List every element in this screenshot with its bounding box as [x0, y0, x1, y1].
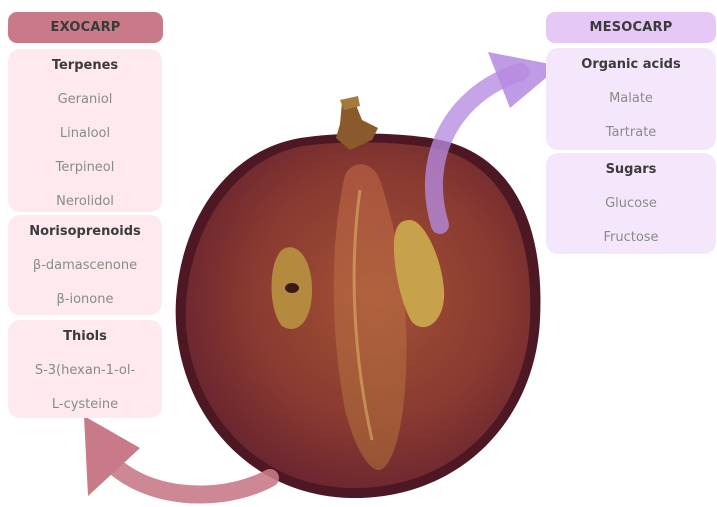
seed-left-spot [285, 283, 299, 293]
thiols-box: Thiols S-3(hexan-1-ol- L-cysteine [8, 320, 162, 418]
mesocarp-header: MESOCARP [546, 12, 716, 43]
list-item: Malate [609, 82, 653, 116]
terpenes-box: Terpenes Geraniol Linalool Terpineol Ner… [8, 49, 162, 212]
list-item: Nerolidol [56, 185, 114, 219]
list-item: Tartrate [606, 116, 657, 150]
list-item: β-ionone [57, 283, 114, 317]
sugars-box: Sugars Glucose Fructose [546, 153, 716, 254]
sugars-title: Sugars [606, 153, 657, 187]
organic-acids-box: Organic acids Malate Tartrate [546, 48, 716, 150]
organic-acids-title: Organic acids [581, 48, 680, 82]
list-item: L-cysteine [52, 388, 118, 422]
exocarp-arrow-shaft [104, 455, 270, 495]
terpenes-title: Terpenes [52, 49, 118, 83]
list-item: Geraniol [58, 83, 113, 117]
grape-half [176, 96, 541, 498]
norisoprenoids-title: Norisoprenoids [29, 215, 141, 249]
norisoprenoids-box: Norisoprenoids β-damascenone β-ionone [8, 215, 162, 315]
list-item: S-3(hexan-1-ol- [35, 354, 135, 388]
thiols-title: Thiols [63, 320, 107, 354]
list-item: Glucose [605, 187, 657, 221]
list-item: Fructose [603, 221, 658, 255]
list-item: Linalool [60, 117, 110, 151]
list-item: Terpineol [56, 151, 115, 185]
exocarp-header: EXOCARP [8, 12, 163, 43]
list-item: β-damascenone [33, 249, 137, 283]
